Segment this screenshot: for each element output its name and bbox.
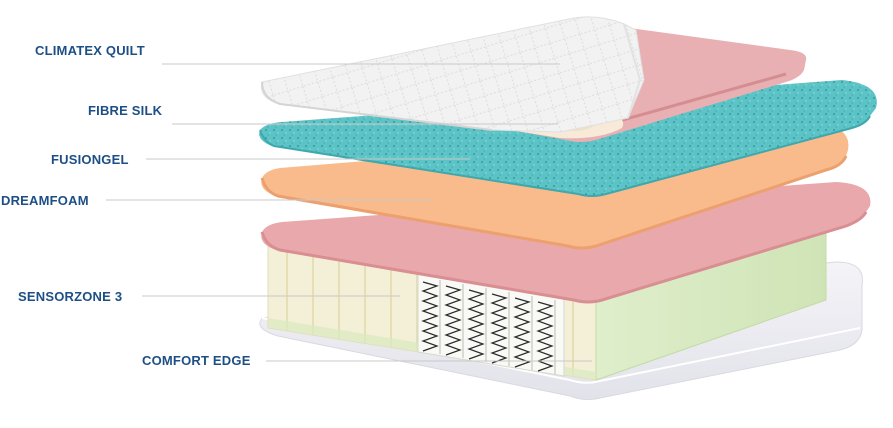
leader-lines <box>106 63 592 362</box>
label-sensorzone: SENSORZONE 3 <box>18 289 123 304</box>
spring-coil-icon <box>536 301 554 372</box>
climatex-quilt-layer <box>260 16 645 133</box>
pocket-springs <box>417 269 565 377</box>
label-dreamfoam: DREAMFOAM <box>1 193 89 208</box>
spring-coil-icon <box>467 289 485 360</box>
spring-coil-icon <box>444 285 462 356</box>
label-fusiongel: FUSIONGEL <box>51 152 129 167</box>
label-climatex-quilt: CLIMATEX QUILT <box>35 43 145 58</box>
label-fibre-silk: FIBRE SILK <box>88 103 163 118</box>
spring-coil-icon <box>490 293 508 364</box>
spring-coil-icon <box>421 281 439 352</box>
spring-coil-icon <box>513 297 531 368</box>
label-comfort-edge: COMFORT EDGE <box>142 353 251 368</box>
